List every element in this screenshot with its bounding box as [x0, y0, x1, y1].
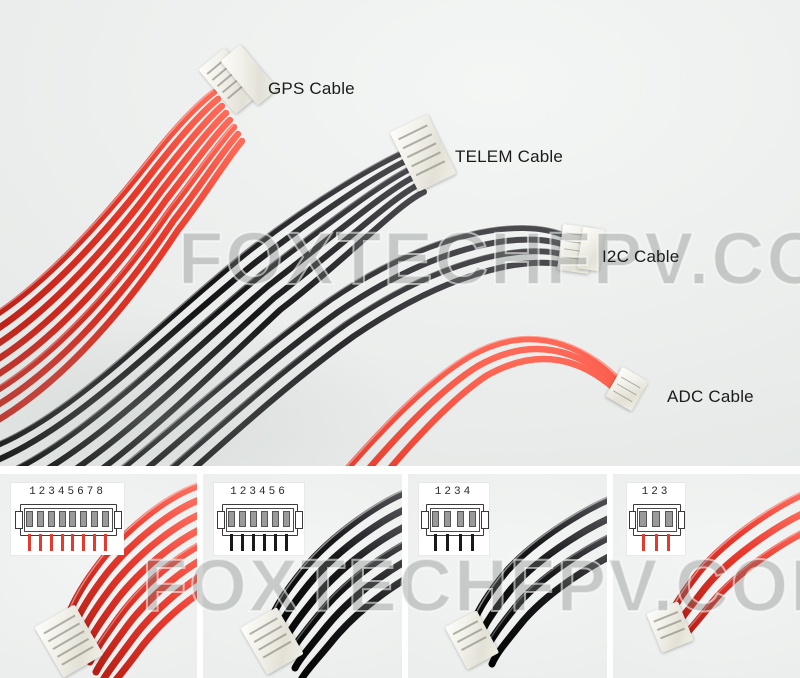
pin-contacts: [228, 511, 290, 527]
pin-number: 2: [38, 486, 49, 498]
pin-number: 4: [259, 486, 269, 498]
pinout-panel-strip: 1 2 3 4 5 6 7 8: [0, 474, 800, 678]
pin-number: 4: [463, 486, 474, 498]
wire-tails: [28, 534, 107, 551]
connector-latch-left: [629, 511, 636, 529]
pin-number: 1: [641, 486, 652, 498]
pinout-diagram-6pin: 1 2 3 4 5 6: [214, 483, 304, 555]
pinout-diagram-8pin: 1 2 3 4 5 6 7 8: [11, 483, 124, 555]
adc-cable-strands: [345, 335, 632, 466]
gps-cable-strands: [0, 88, 246, 423]
panel3-cable: [470, 496, 607, 668]
pin-number: 6: [77, 486, 87, 498]
pin-number: 8: [96, 486, 106, 498]
pin-number-row: 1 2 3 4: [419, 487, 489, 498]
pin-contacts: [26, 511, 109, 527]
pin-number: 3: [660, 486, 671, 498]
pin-number: 6: [278, 486, 288, 498]
connector-latch-right: [678, 511, 685, 529]
pin-number: 2: [444, 486, 454, 498]
pin-contacts: [432, 511, 476, 527]
pin-number-row: 1 2 3 4 5 6 7 8: [11, 487, 124, 498]
panel-adc-pinout: 1 2 3: [613, 474, 800, 678]
pin-number: 5: [67, 486, 78, 498]
pin-number: 3: [48, 486, 58, 498]
pin-number: 1: [29, 486, 39, 498]
pin-number: 1: [230, 486, 240, 498]
connector-latch-right: [295, 511, 303, 529]
pin-number: 3: [249, 486, 259, 498]
pin-number: 2: [651, 486, 661, 498]
wire-tails: [642, 534, 670, 551]
label-gps-cable: GPS Cable: [268, 79, 355, 98]
connector-latch-left: [15, 511, 23, 529]
connector-latch-right: [481, 511, 489, 529]
pin-number: 2: [239, 486, 250, 498]
telem-cable-strands: [0, 148, 427, 466]
connector-latch-right: [114, 511, 122, 529]
connector-latch-left: [421, 511, 429, 529]
pin-number-row: 1 2 3 4 5 6: [214, 487, 304, 498]
pin-contacts: [639, 511, 673, 527]
panel4-cable: [669, 491, 800, 640]
connector-latch-left: [217, 511, 225, 529]
panel-gps-pinout: 1 2 3 4 5 6 7 8: [0, 474, 197, 678]
pinout-diagram-4pin: 1 2 3 4: [419, 483, 489, 555]
label-adc-cable: ADC Cable: [667, 387, 754, 406]
panel-telem-pinout: 1 2 3 4 5 6: [203, 474, 402, 678]
pin-number: 1: [434, 486, 445, 498]
label-telem-cable: TELEM Cable: [455, 147, 564, 166]
pin-number: 3: [454, 486, 464, 498]
hero-photo: FOXTECHFPV.COM GPS Cable TELEM Cable I2C…: [0, 0, 800, 466]
wire-tails: [230, 534, 288, 551]
pin-number: 5: [268, 486, 279, 498]
wire-tails: [434, 534, 474, 551]
label-i2c-cable: I2C Cable: [602, 247, 680, 266]
pinout-diagram-3pin: 1 2 3: [627, 483, 685, 555]
connector-cavity: [226, 508, 294, 532]
pin-number: 7: [86, 486, 97, 498]
panel-i2c-pinout: 1 2 3 4: [408, 474, 607, 678]
pin-number-row: 1 2 3: [627, 487, 685, 498]
pin-number: 4: [57, 486, 68, 498]
